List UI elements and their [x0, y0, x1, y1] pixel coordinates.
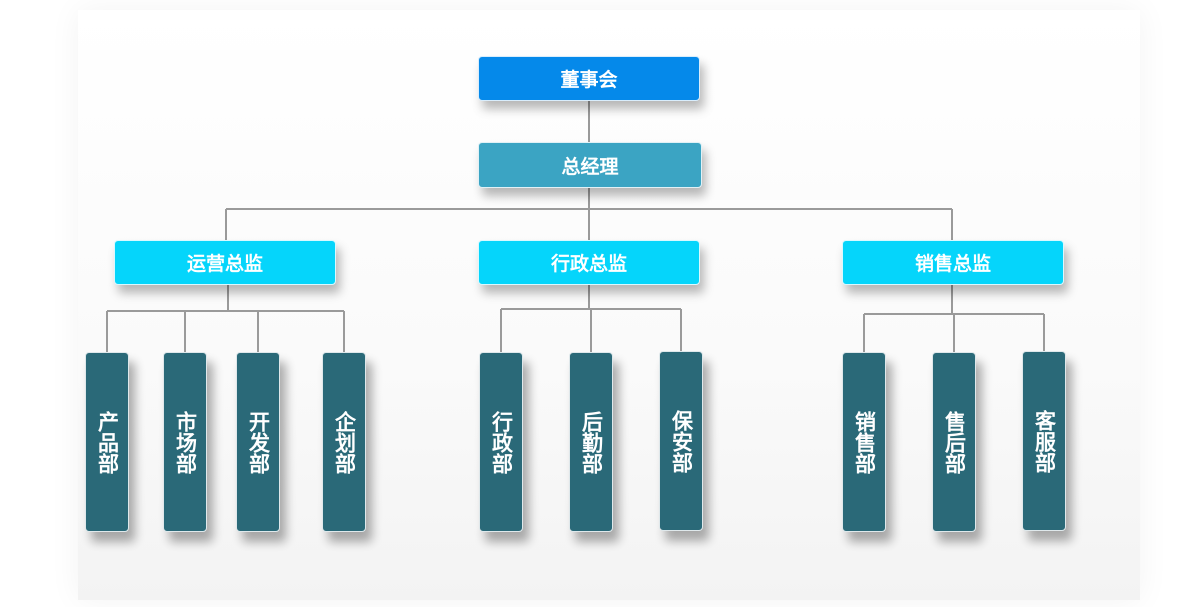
node-dept-logistics: 后勤部 [569, 352, 613, 532]
node-board: 董事会 [478, 56, 700, 101]
node-general-manager: 总经理 [478, 142, 702, 188]
node-dept-after-sales: 售后部 [932, 352, 976, 532]
node-dept-planning: 企划部 [322, 352, 366, 532]
node-dept-product: 产品部 [85, 352, 129, 532]
node-director-operations: 运营总监 [114, 240, 336, 285]
node-dept-security: 保安部 [659, 351, 703, 531]
node-dept-customer-service: 客服部 [1022, 351, 1066, 531]
node-dept-development: 开发部 [236, 352, 280, 532]
node-dept-administration: 行政部 [479, 352, 523, 532]
node-director-sales: 销售总监 [842, 240, 1064, 285]
node-director-admin: 行政总监 [478, 240, 700, 285]
node-dept-sales: 销售部 [842, 352, 886, 532]
node-dept-marketing: 市场部 [163, 352, 207, 532]
